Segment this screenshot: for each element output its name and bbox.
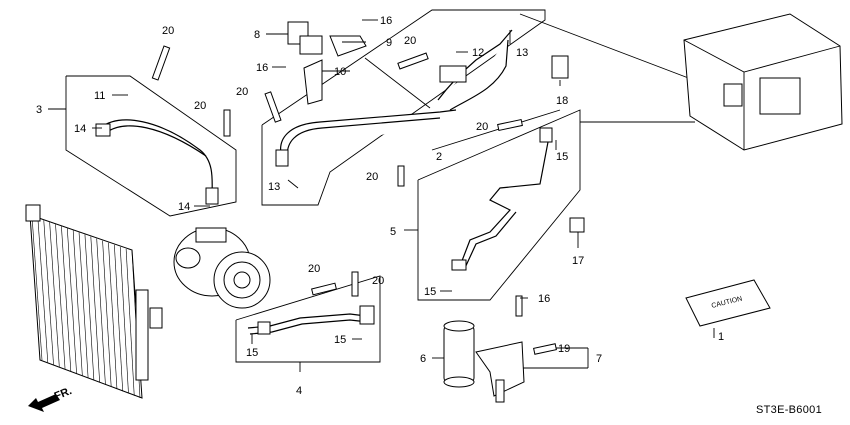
receiver-pipe	[451, 127, 553, 271]
label-16c: 16	[538, 293, 550, 305]
hose-brackets	[287, 21, 367, 105]
group-outlines	[48, 9, 721, 372]
label-9: 9	[386, 37, 392, 49]
label-7: 7	[596, 353, 602, 365]
label-8: 8	[254, 29, 260, 41]
condenser-fin	[119, 246, 129, 394]
label-13b: 13	[268, 181, 280, 193]
diagram-code: ST3E-B6001	[756, 404, 822, 416]
label-1: 1	[718, 331, 724, 343]
condenser-fin	[114, 244, 124, 392]
label-10: 10	[334, 66, 346, 78]
label-20b: 20	[194, 100, 206, 112]
condenser-fin	[31, 215, 43, 361]
label-18: 18	[556, 95, 568, 107]
evaporator-unit	[683, 13, 843, 151]
condenser-fin	[49, 222, 60, 367]
label-15c: 15	[334, 334, 346, 346]
label-15b: 15	[424, 286, 436, 298]
condenser	[25, 204, 163, 399]
condenser-fin	[61, 226, 72, 372]
label-20e: 20	[476, 121, 488, 133]
condenser-fin	[66, 228, 77, 374]
label-3: 3	[36, 104, 42, 116]
label-leaders	[92, 19, 715, 359]
caution-label: CAUTION	[685, 279, 771, 327]
condenser-fin	[90, 236, 100, 383]
front-arrow	[28, 394, 60, 412]
condenser-fin	[84, 234, 95, 381]
label-20h: 20	[372, 275, 384, 287]
label-6: 6	[420, 353, 426, 365]
suction-hose	[95, 119, 219, 205]
label-4: 4	[296, 385, 302, 397]
label-16a: 16	[380, 15, 392, 27]
label-20d: 20	[404, 35, 416, 47]
label-14a: 14	[74, 123, 86, 135]
label-15d: 15	[246, 347, 258, 359]
discharge-hose	[275, 29, 513, 167]
label-20g: 20	[308, 263, 320, 275]
receiver-dryer	[443, 320, 475, 388]
bolts	[151, 45, 557, 355]
condenser-fin	[108, 242, 118, 390]
compressor	[173, 227, 271, 309]
label-13a: 13	[516, 47, 528, 59]
label-5: 5	[390, 226, 396, 238]
condenser-fin	[78, 232, 89, 378]
condenser-fin	[43, 220, 54, 365]
small-clips	[551, 55, 585, 233]
label-20c: 20	[236, 86, 248, 98]
label-11: 11	[94, 90, 105, 102]
label-16b: 16	[256, 62, 268, 74]
label-17: 17	[572, 255, 584, 267]
condenser-fin	[72, 230, 83, 376]
condenser-fin	[102, 240, 112, 387]
label-20a: 20	[162, 25, 174, 37]
label-2: 2	[436, 151, 442, 163]
front-marker-label: FR.	[53, 385, 74, 403]
label-20f: 20	[366, 171, 378, 183]
label-15a: 15	[556, 151, 568, 163]
condenser-fin	[37, 218, 49, 363]
label-12: 12	[472, 47, 484, 59]
condenser-pipe	[247, 305, 375, 335]
condenser-fin	[125, 248, 135, 396]
label-19: 19	[558, 343, 570, 355]
condenser-fin	[96, 238, 106, 385]
dryer-bracket	[475, 341, 525, 403]
label-14b: 14	[178, 201, 190, 213]
part-labels: 1 2 3 4 5 6 7 8 9 10 11 12 13 13 14 14 1…	[36, 15, 724, 397]
condenser-fin	[55, 224, 66, 369]
